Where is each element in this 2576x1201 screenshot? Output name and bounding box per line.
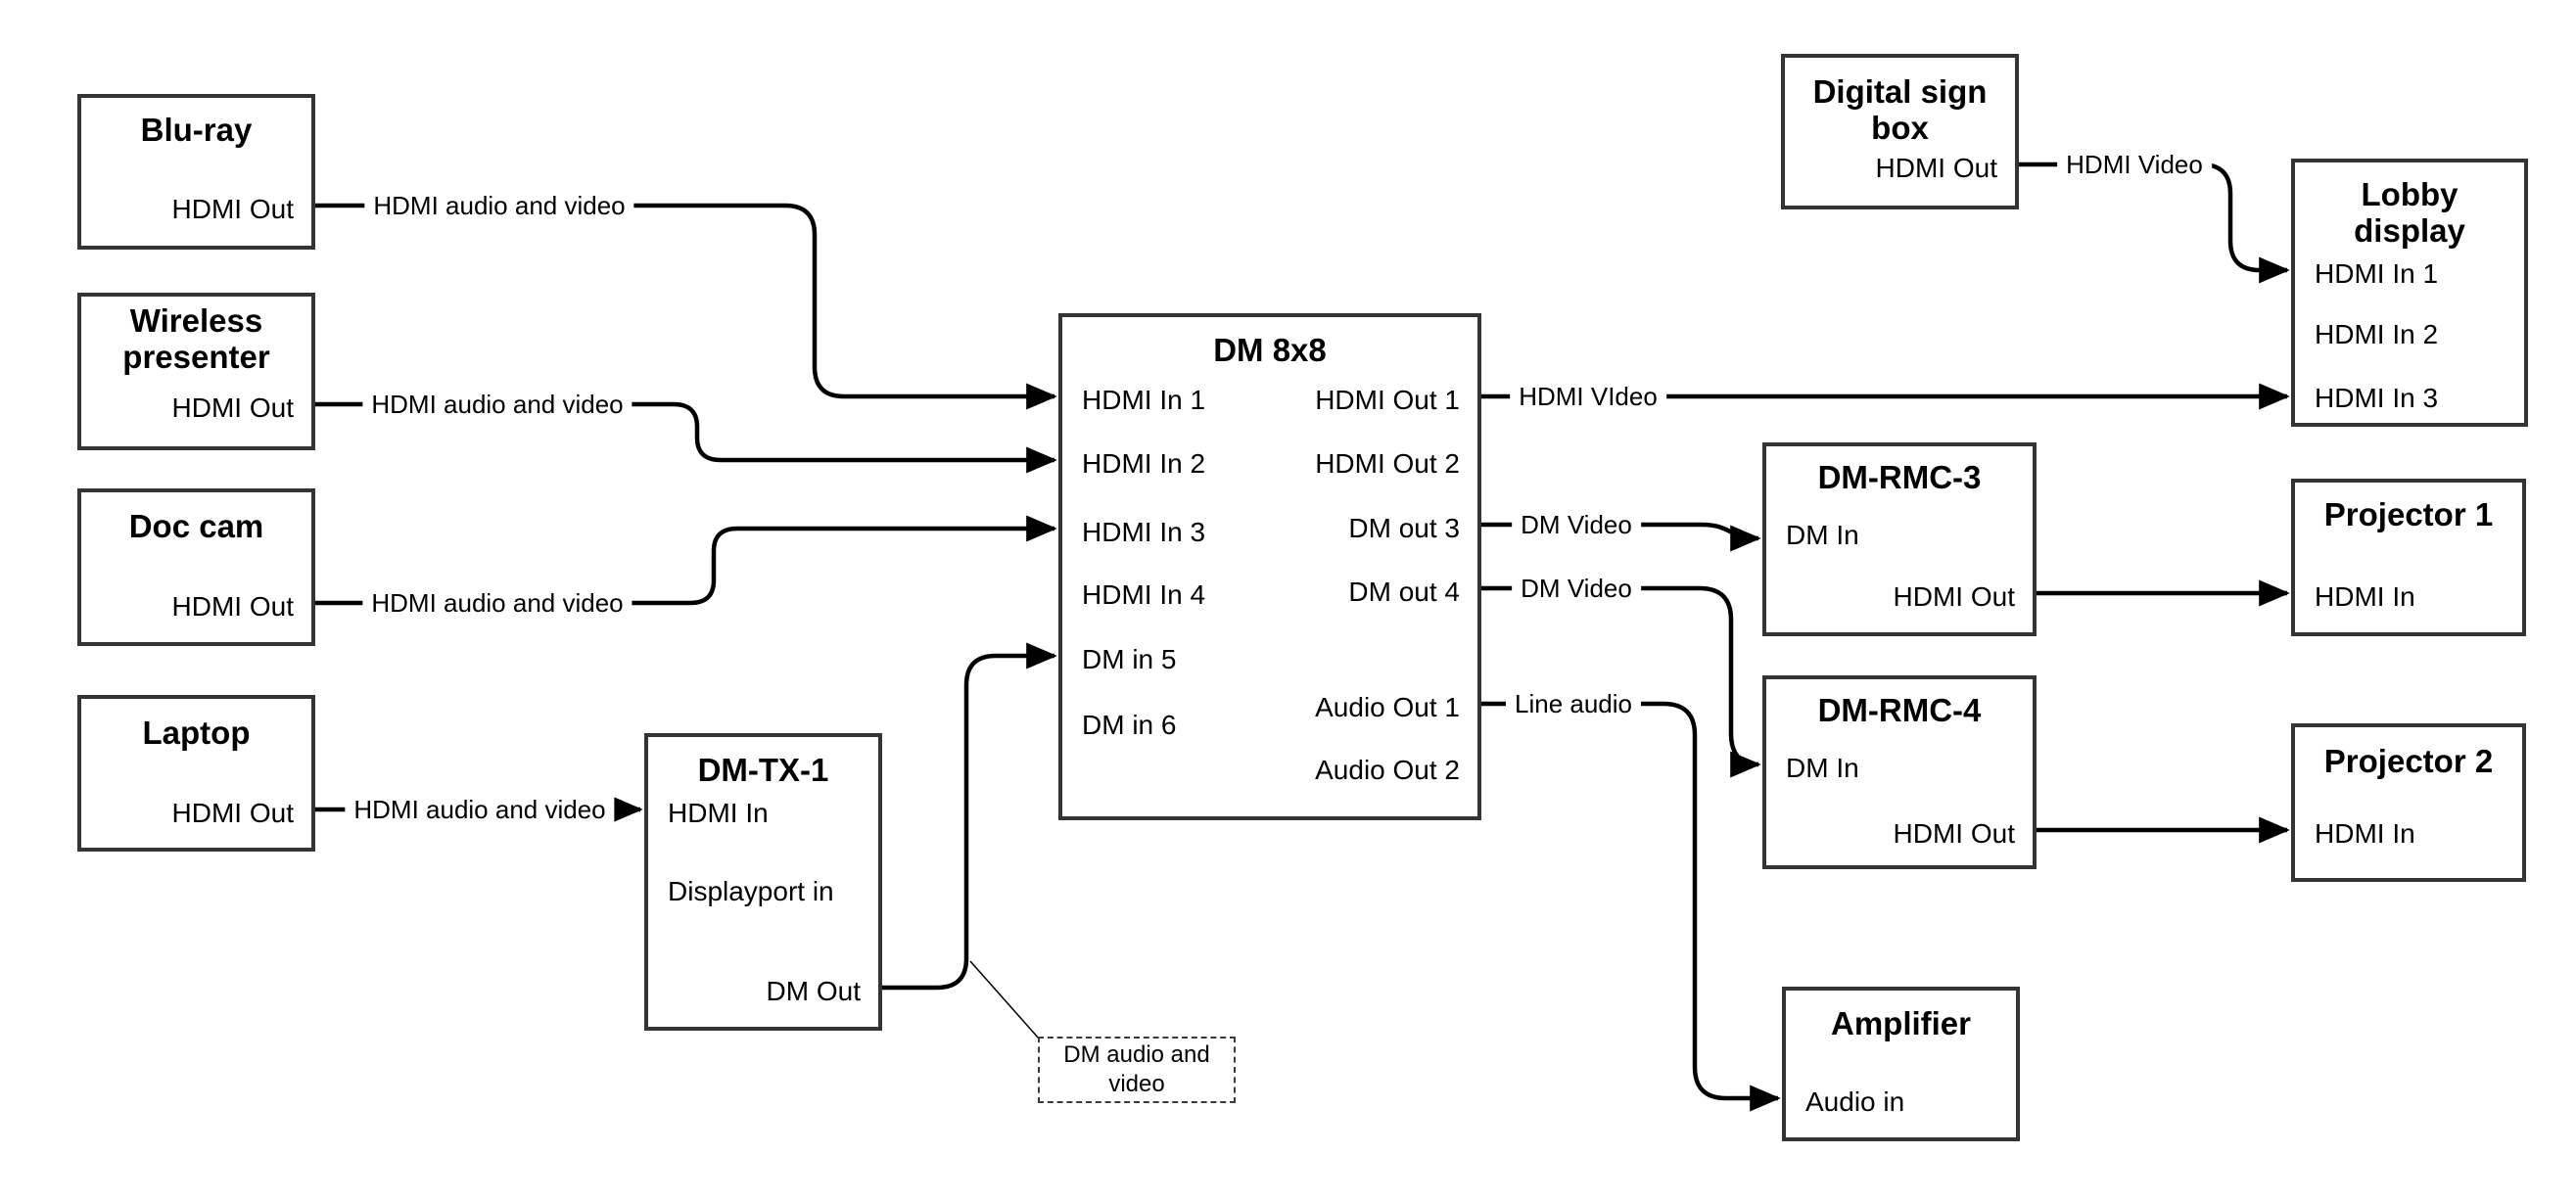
edge-dm8x8-aout1-to-amplifier	[1481, 701, 1781, 1112]
port-laptop-hdmi-out: HDMI Out	[171, 798, 294, 828]
edge-label-out4-rmc4: DM Video	[1512, 572, 1641, 605]
port-dm8x8-hdmi-in-2: HDMI In 2	[1082, 448, 1206, 479]
edge-bluray-to-dm8x8-in1	[315, 203, 1057, 410]
port-dm8x8-dm-out-3: DM out 3	[1348, 513, 1460, 543]
edge-label-sign-lobby: HDMI Video	[2057, 148, 2212, 181]
node-dm-rmc-4-title: DM-RMC-4	[1817, 692, 1982, 728]
port-bluray-hdmi-out: HDMI Out	[171, 194, 294, 224]
node-doc-cam-title: Doc cam	[128, 508, 264, 544]
edge-dmtx1-to-dm8x8-in5	[882, 642, 1057, 991]
node-dm-8x8-title: DM 8x8	[1213, 332, 1327, 368]
node-lobby-display: Lobby display HDMI In 1 HDMI In 2 HDMI I…	[2291, 159, 2528, 427]
port-rmc4-hdmi-out: HDMI Out	[1893, 818, 2015, 849]
port-dm8x8-audio-out-1: Audio Out 1	[1315, 692, 1460, 722]
node-dm-rmc-4: DM-RMC-4 DM In HDMI Out	[1762, 675, 2037, 869]
edge-label-laptop-dmtx1: HDMI audio and video	[345, 793, 615, 826]
port-dm8x8-hdmi-in-3: HDMI In 3	[1082, 517, 1206, 547]
node-projector-1: Projector 1 HDMI In	[2291, 479, 2526, 636]
port-dmtx1-dm-out: DM Out	[766, 976, 861, 1006]
callout-dm-audio-video-text: DM audio and video	[1063, 1041, 1210, 1097]
node-projector-2-title: Projector 2	[2323, 743, 2494, 779]
port-wireless-hdmi-out: HDMI Out	[171, 393, 294, 423]
port-proj2-hdmi-in: HDMI In	[2315, 818, 2415, 849]
node-projector-2: Projector 2 HDMI In	[2291, 723, 2526, 882]
port-sign-hdmi-out: HDMI Out	[1875, 153, 1997, 183]
port-rmc3-dm-in: DM In	[1786, 520, 1859, 550]
edge-wireless-to-dm8x8-in2	[315, 401, 1057, 474]
port-dm8x8-hdmi-in-4: HDMI In 4	[1082, 579, 1206, 610]
port-proj1-hdmi-in: HDMI In	[2315, 581, 2415, 612]
port-rmc4-dm-in: DM In	[1786, 753, 1859, 783]
node-doc-cam: Doc cam HDMI Out	[77, 488, 315, 646]
node-lobby-display-title: Lobby display	[2354, 176, 2465, 249]
edge-doccam-to-dm8x8-in3	[315, 515, 1057, 606]
port-dm8x8-hdmi-out-2: HDMI Out 2	[1315, 448, 1460, 479]
node-laptop-title: Laptop	[142, 715, 251, 751]
node-laptop: Laptop HDMI Out	[77, 695, 315, 852]
edge-label-doccam-dm8x8: HDMI audio and video	[362, 586, 632, 620]
node-dm-tx-1-title: DM-TX-1	[697, 752, 829, 788]
port-dm8x8-hdmi-in-1: HDMI In 1	[1082, 385, 1206, 415]
node-bluray-title: Blu-ray	[140, 112, 253, 148]
edge-label-wireless-dm8x8: HDMI audio and video	[362, 388, 632, 421]
node-dm-rmc-3-title: DM-RMC-3	[1817, 459, 1982, 495]
port-amplifier-audio-in: Audio in	[1805, 1086, 1905, 1117]
edge-dm8x8-out4-to-rmc4	[1481, 585, 1761, 778]
node-digital-sign-box-title: Digital sign box	[1812, 73, 1988, 146]
port-dm8x8-hdmi-out-1: HDMI Out 1	[1315, 385, 1460, 415]
edge-label-out1-lobby: HDMI VIdeo	[1510, 380, 1666, 413]
port-dm8x8-dm-out-4: DM out 4	[1348, 577, 1460, 607]
port-rmc3-hdmi-out: HDMI Out	[1893, 581, 2015, 612]
callout-dm-audio-video: DM audio and video	[1038, 1037, 1236, 1103]
node-digital-sign-box: Digital sign box HDMI Out	[1781, 54, 2019, 209]
node-bluray: Blu-ray HDMI Out	[77, 94, 315, 250]
port-dmtx1-hdmi-in: HDMI In	[668, 798, 769, 828]
node-amplifier: Amplifier Audio in	[1782, 987, 2020, 1141]
port-lobby-hdmi-in-2: HDMI In 2	[2315, 319, 2439, 349]
port-lobby-hdmi-in-1: HDMI In 1	[2315, 258, 2439, 289]
port-doccam-hdmi-out: HDMI Out	[171, 591, 294, 622]
edge-label-out3-rmc3: DM Video	[1512, 508, 1641, 541]
callout-leader-line	[969, 960, 1040, 1039]
port-dm8x8-audio-out-2: Audio Out 2	[1315, 755, 1460, 785]
node-wireless-presenter-title: Wireless presenter	[122, 302, 270, 375]
port-dm8x8-dm-in-5: DM in 5	[1082, 644, 1177, 674]
port-dmtx1-displayport-in: Displayport in	[668, 876, 834, 906]
edge-label-bluray-dm8x8: HDMI audio and video	[364, 189, 634, 222]
edge-label-aout1-amplifier: Line audio	[1506, 687, 1641, 720]
node-wireless-presenter: Wireless presenter HDMI Out	[77, 293, 315, 450]
node-amplifier-title: Amplifier	[1830, 1005, 1972, 1041]
node-dm-rmc-3: DM-RMC-3 DM In HDMI Out	[1762, 442, 2037, 636]
node-dm-8x8: DM 8x8 HDMI In 1 HDMI In 2 HDMI In 3 HDM…	[1058, 313, 1481, 820]
edge-dm8x8-out3-to-rmc3	[1481, 522, 1761, 552]
node-projector-1-title: Projector 1	[2323, 496, 2494, 532]
edge-sign-to-lobby-in1	[2019, 162, 2290, 284]
port-lobby-hdmi-in-3: HDMI In 3	[2315, 383, 2439, 413]
port-dm8x8-dm-in-6: DM in 6	[1082, 710, 1177, 740]
node-dm-tx-1: DM-TX-1 HDMI In Displayport in DM Out	[644, 733, 882, 1031]
